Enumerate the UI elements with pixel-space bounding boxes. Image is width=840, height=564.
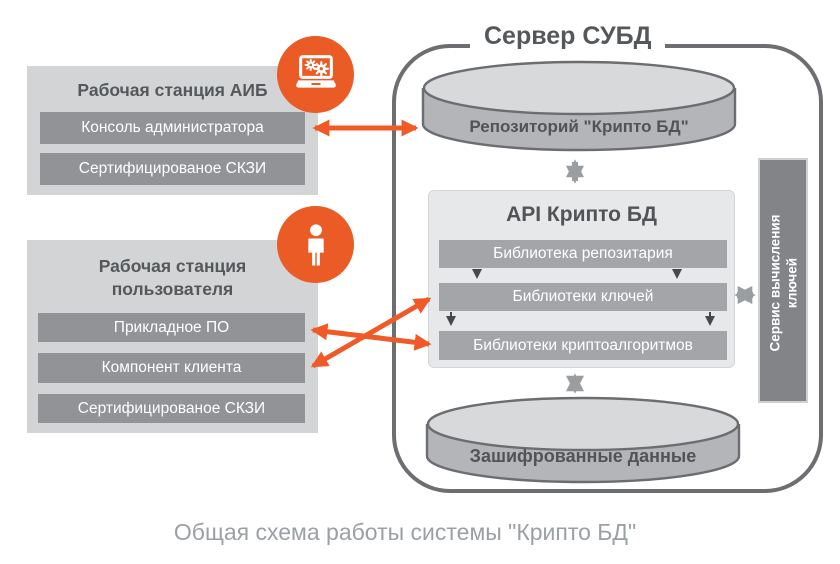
workstation-user-title-line1: Рабочая станция <box>98 256 247 276</box>
diagram-caption: Общая схема работы системы "Крипто БД" <box>173 519 637 545</box>
api-title: API Крипто БД <box>506 203 657 226</box>
repository-label: Репозиторий "Крипто БД" <box>469 117 689 136</box>
laptop-gears-icon <box>295 54 336 88</box>
encrypted-data-cylinder <box>425 396 741 484</box>
api-item-key-libraries: Библиотеки ключей <box>439 283 727 311</box>
workstation-user-item-certified-skzi: Сертифицированое СКЗИ <box>38 394 305 423</box>
workstation-aib-item-admin-console: Консоль администратора <box>40 112 305 144</box>
key-service-bar: Сервис вычисления ключей <box>758 158 808 403</box>
encrypted-data-label: Зашифрованные данные <box>469 446 697 466</box>
person-icon <box>307 223 324 265</box>
workstation-user-title-line2: пользователя <box>111 279 234 299</box>
key-service-label: Сервис вычисления ключей <box>760 160 806 405</box>
api-item-cryptoalgorithm-libraries: Библиотеки криптоалгоритмов <box>439 331 727 360</box>
workstation-aib-item-certified-skzi: Сертифицированое СКЗИ <box>40 153 305 185</box>
workstation-aib-title: Рабочая станция АИБ <box>77 80 268 100</box>
workstation-user-title: Рабочая станция пользователя <box>27 255 318 301</box>
workstation-user-box: Рабочая станция пользователя Прикладное … <box>27 240 318 433</box>
server-title: Сервер СУБД <box>470 22 666 51</box>
key-service-label-line2: ключей <box>784 257 799 308</box>
user-badge <box>277 206 354 283</box>
key-service-label-line1: Сервис вычисления <box>767 213 782 352</box>
api-item-repository-library: Библиотека репозитария <box>439 240 727 268</box>
workstation-user-item-client-component: Компонент клиента <box>38 353 305 383</box>
workstation-aib-box: Рабочая станция АИБ Консоль администрато… <box>27 66 318 195</box>
admin-badge <box>277 36 354 113</box>
workstation-user-item-app-software: Прикладное ПО <box>38 313 305 342</box>
repository-cylinder <box>421 60 737 152</box>
